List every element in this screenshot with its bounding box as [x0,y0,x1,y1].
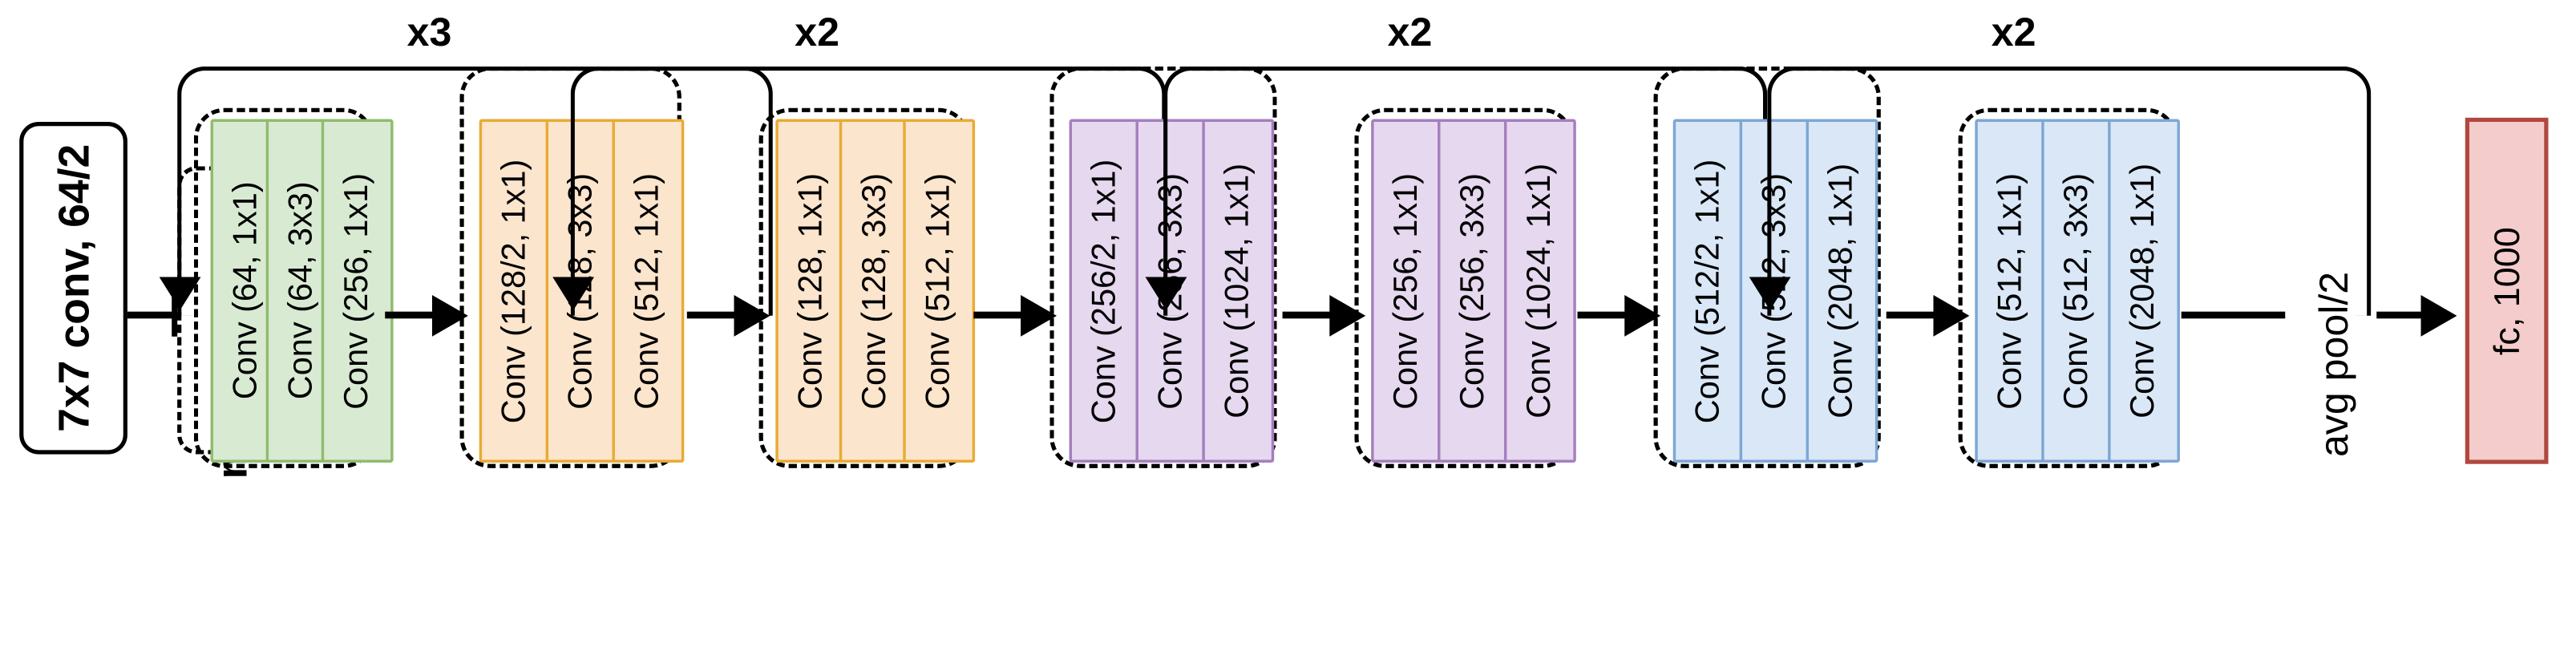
conv-bar: Conv (1024, 1x1) [1202,119,1275,463]
conv-bar: Conv (128/2, 1x1) [479,119,552,463]
conv-bar-label: Conv (128/2, 1x1) [495,158,534,423]
skip-arc-3 [1767,66,2372,316]
conv-bar-label: Conv (256, 1x1) [338,172,376,410]
arrow-pool-fc-head [2420,294,2457,337]
block-fc-label: fc, 1000 [2485,226,2528,355]
arrow-stage1a-stage1b-head [734,294,770,337]
avg-pool-label: avg pool/2 [2312,271,2358,458]
arrow-stage0-stage1-line [385,311,441,319]
conv-bar-label: Conv (64, 1x1) [227,181,265,400]
conv-bar: Conv (512, 1x1) [612,119,685,463]
arrow-stage3b-pool-line [2181,311,2286,319]
conv-bar: Conv (2048, 1x1) [1806,119,1878,463]
connector-tick [172,289,179,337]
repeat-label-2: x2 [1387,10,1433,56]
conv-bar-label: Conv (512, 1x1) [920,172,957,410]
arrow-stage1b-stage2a-line [973,311,1029,319]
arrow-stage2b-stage3a-line [1577,311,1633,319]
skip-arc-2-arrowhead [1145,277,1187,310]
conv-bar-label: Conv (256, 3x3) [1454,172,1492,410]
conv-bar-label: Conv (512/2, 1x1) [1689,158,1728,423]
conv-bar: Conv (128, 3x3) [839,119,912,463]
conv-bar: Conv (1024, 1x1) [1503,119,1576,463]
repeat-label-3: x2 [1991,10,2036,56]
skip-arc-1-arrowhead [552,277,595,310]
repeat-label-0: x3 [406,10,452,56]
skip-arc-3-arrowhead [1749,277,1791,310]
conv-bar: Conv (256, 1x1) [321,119,394,463]
stage-2a [1049,66,1277,468]
conv-bar-label: Conv (256, 1x1) [1387,172,1425,410]
conv-bar-label: Conv (128, 3x3) [855,172,894,410]
conv-bar: Conv (512, 1x1) [903,119,976,463]
block-fc: fc, 1000 [2465,117,2549,464]
block-conv1-label: 7x7 conv, 64/2 [49,144,98,432]
arrow-stage3a-stage3b-line [1886,311,1942,319]
conv-bar: Conv (256, 1x1) [1371,119,1443,463]
conv-bar-label: Conv (2048, 1x1) [2124,163,2162,418]
conv-bar-label: Conv (1024, 1x1) [1520,163,1559,418]
block-conv1: 7x7 conv, 64/2 [19,122,127,455]
conv-bar-label: Conv (512, 1x1) [1992,172,2029,410]
conv-bar-label: Conv (128, 1x1) [792,172,830,410]
repeat-label-1: x2 [795,10,840,56]
arrow-pool-fc-line [2376,311,2429,319]
conv-bar: Conv (256, 3x3) [1438,119,1510,463]
conv-bar: Conv (512, 1x1) [1975,119,2048,463]
arrow-stage3a-stage3b-head [1933,294,1970,337]
conv-bar: Conv (128, 1x1) [775,119,848,463]
stage-3a [1653,66,1881,468]
skip-arc-0 [177,66,773,316]
conv-bar: Conv (512/2, 1x1) [1672,119,1745,463]
conv-bar-label: Conv (64, 3x3) [282,181,321,400]
arrow-stage1a-stage1b-line [686,311,742,319]
arrow-stage2a-stage2b-line [1282,311,1338,319]
conv-bar: Conv (512, 3x3) [2041,119,2114,463]
connector-conv1-maxpool [127,311,178,319]
conv-bar-label: Conv (512, 3x3) [2057,172,2096,410]
conv-bar: Conv (2048, 1x1) [2108,119,2180,463]
conv-bar: Conv (256/2, 1x1) [1069,119,1142,463]
conv-bar-label: Conv (256/2, 1x1) [1086,158,1123,423]
arrow-stage2a-stage2b-head [1329,294,1366,337]
